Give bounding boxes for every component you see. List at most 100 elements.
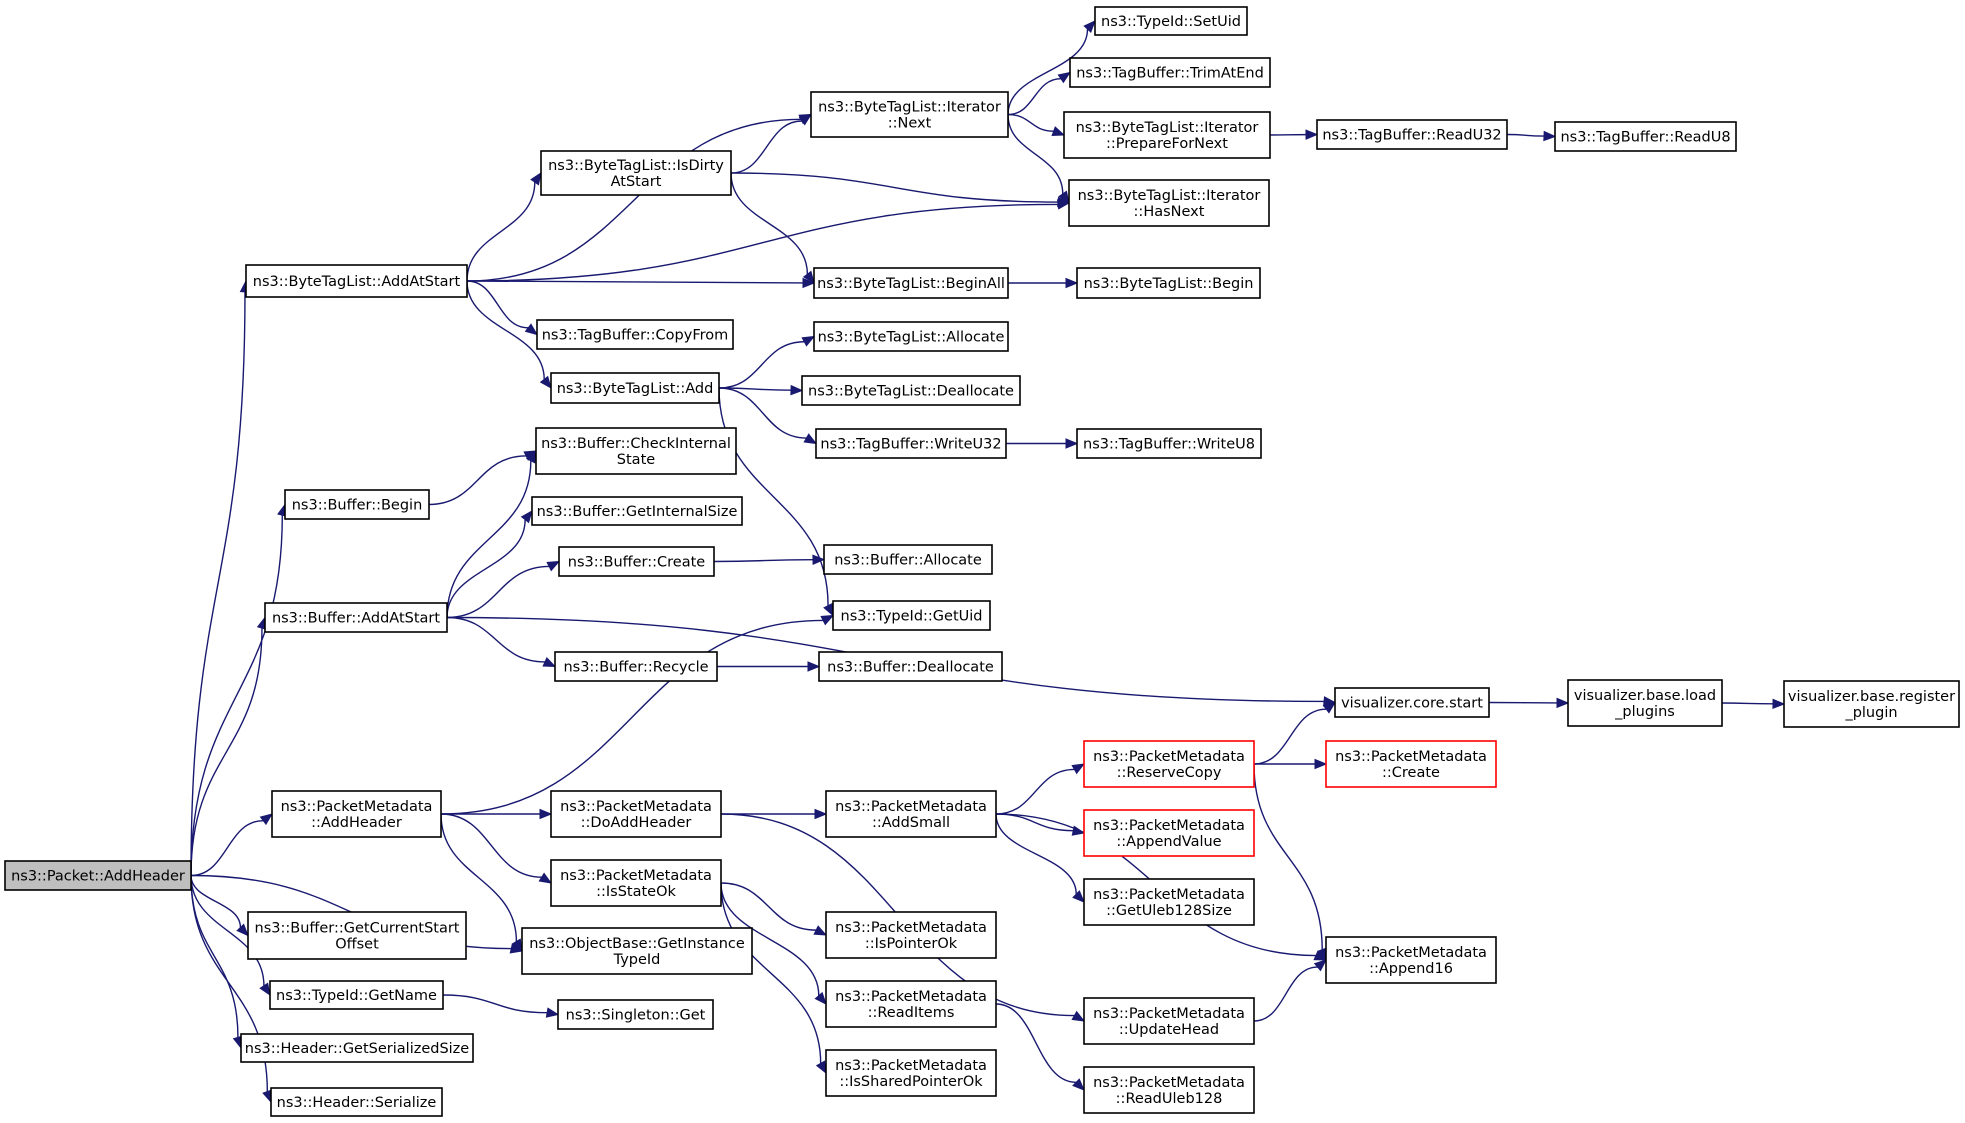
node-label-line: ns3::ByteTagList::Add — [557, 381, 714, 397]
node-pm-readitems[interactable]: ns3::PacketMetadata::ReadItems — [825, 980, 997, 1028]
call-edge-buffer_create-to-buffer_allocate — [713, 554, 826, 565]
node-label-line: ns3::PacketMetadata — [835, 989, 987, 1005]
node-visualizer-core-start[interactable]: visualizer.core.start — [1334, 687, 1490, 718]
node-label-line: ::ReserveCopy — [1117, 765, 1222, 781]
edge-line — [466, 280, 545, 380]
node-pm-create[interactable]: ns3::PacketMetadata::Create — [1325, 740, 1497, 788]
edge-arrowhead — [1072, 890, 1085, 903]
node-pm-appendvalue[interactable]: ns3::PacketMetadata::AppendValue — [1083, 809, 1255, 857]
node-typeid-getname[interactable]: ns3::TypeId::GetName — [269, 980, 444, 1010]
node-box — [550, 372, 720, 404]
node-typeid-setuid[interactable]: ns3::TypeId::SetUid — [1094, 6, 1248, 36]
node-pm-getuleb128size[interactable]: ns3::PacketMetadata::GetUleb128Size — [1083, 878, 1255, 926]
edge-line — [446, 460, 532, 618]
node-box — [1316, 119, 1508, 150]
node-label-line: ns3::PacketMetadata — [1335, 945, 1487, 961]
node-tagbuffer-writeu32[interactable]: ns3::TagBuffer::WriteU32 — [815, 428, 1007, 459]
edge-line — [713, 559, 814, 563]
node-buffer-begin[interactable]: ns3::Buffer::Begin — [284, 489, 430, 520]
node-box — [554, 651, 718, 682]
node-label-line: ns3::ByteTagList::Iterator — [818, 100, 1001, 116]
node-tagbuffer-readu8[interactable]: ns3::TagBuffer::ReadU8 — [1554, 121, 1737, 152]
edge-line — [446, 519, 526, 618]
edge-line — [718, 387, 829, 606]
node-buffer-addatstart[interactable]: ns3::Buffer::AddAtStart — [264, 602, 448, 633]
node-pm-addheader[interactable]: ns3::PacketMetadata::AddHeader — [271, 790, 442, 838]
edge-line — [1506, 133, 1545, 137]
call-edge-pm_reservecopy-to-pm_create — [1254, 758, 1328, 770]
node-header-serialize[interactable]: ns3::Header::Serialize — [270, 1087, 443, 1117]
edge-arrowhead — [1556, 697, 1570, 709]
node-bytetaglist-begin[interactable]: ns3::ByteTagList::Begin — [1076, 267, 1261, 299]
node-bytetaglist-add[interactable]: ns3::ByteTagList::Add — [550, 372, 720, 404]
node-pm-isstateok[interactable]: ns3::PacketMetadata::IsStateOk — [550, 859, 722, 907]
edge-arrowhead — [814, 808, 828, 820]
call-edge-pm_updatehead-to-pm_append16 — [1253, 959, 1328, 1022]
node-packet-addheader[interactable]: ns3::Packet::AddHeader — [4, 860, 192, 891]
node-bytetaglist-beginall[interactable]: ns3::ByteTagList::BeginAll — [813, 267, 1009, 299]
node-box — [550, 859, 722, 907]
node-label-line: ns3::Header::Serialize — [277, 1095, 437, 1111]
node-label-line: ::DoAddHeader — [581, 815, 692, 831]
node-bytetaglist-deallocate[interactable]: ns3::ByteTagList::Deallocate — [801, 375, 1021, 406]
edge-line — [718, 341, 805, 389]
node-visualizer-base-register-plugin[interactable]: visualizer.base.register_plugin — [1783, 680, 1960, 728]
node-tagbuffer-trimatend[interactable]: ns3::TagBuffer::TrimAtEnd — [1069, 57, 1271, 88]
node-btl-iterator-next[interactable]: ns3::ByteTagList::Iterator::Next — [810, 91, 1009, 138]
node-label-line: ns3::TagBuffer::WriteU8 — [1083, 437, 1255, 453]
node-pm-ispointerok[interactable]: ns3::PacketMetadata::IsPointerOk — [825, 911, 997, 959]
node-header-getserializedsize[interactable]: ns3::Header::GetSerializedSize — [240, 1033, 474, 1063]
edge-arrowhead — [1071, 1010, 1086, 1022]
node-buffer-recycle[interactable]: ns3::Buffer::Recycle — [554, 651, 718, 682]
node-box — [269, 980, 444, 1010]
node-pm-updatehead[interactable]: ns3::PacketMetadata::UpdateHead — [1083, 997, 1255, 1045]
node-buffer-allocate[interactable]: ns3::Buffer::Allocate — [823, 544, 993, 575]
node-box — [271, 790, 442, 838]
node-pm-addsmall[interactable]: ns3::PacketMetadata::AddSmall — [825, 790, 997, 838]
edge-arrowhead — [520, 509, 533, 524]
edge-line — [440, 813, 518, 942]
node-visualizer-base-load-plugins[interactable]: visualizer.base.load_plugins — [1567, 679, 1723, 727]
call-edge-btl_iterator_next-to-typeid_setuid — [1007, 20, 1096, 115]
node-btl-iterator-hasnext[interactable]: ns3::ByteTagList::Iterator::HasNext — [1068, 179, 1270, 227]
call-edge-buffer_addatstart-to-buffer_getinternalsize — [446, 509, 533, 618]
edge-arrowhead — [236, 923, 249, 937]
node-buffer-deallocate[interactable]: ns3::Buffer::Deallocate — [818, 651, 1003, 682]
node-label-line: ns3::TagBuffer::CopyFrom — [542, 328, 729, 344]
node-label-line: ::UpdateHead — [1119, 1022, 1219, 1038]
node-box — [536, 319, 734, 350]
edge-arrowhead — [1772, 698, 1786, 710]
call-edge-visualizer_base_load_plugins-to-visualizer_base_register_plugin — [1721, 698, 1786, 710]
node-buffer-getinternalsize[interactable]: ns3::Buffer::GetInternalSize — [531, 496, 743, 526]
node-pm-append16[interactable]: ns3::PacketMetadata::Append16 — [1325, 936, 1497, 984]
edge-line — [995, 813, 1077, 895]
function-nodes: ns3::Packet::AddHeader ns3::ByteTagList::… — [4, 6, 1960, 1117]
call-edge-bytetaglist_isdirtyatstart-to-bytetaglist_beginall — [730, 172, 815, 285]
edge-arrowhead — [1057, 196, 1071, 208]
node-label-line: visualizer.base.load — [1574, 688, 1716, 704]
call-edge-pm_addheader-to-pm_isstateok — [440, 813, 553, 884]
node-pm-doaddheader[interactable]: ns3::PacketMetadata::DoAddHeader — [550, 790, 722, 838]
node-bytetaglist-addatstart[interactable]: ns3::ByteTagList::AddAtStart — [245, 264, 468, 298]
node-buffer-create[interactable]: ns3::Buffer::Create — [558, 546, 715, 577]
node-label-line: ns3::ByteTagList::Iterator — [1076, 120, 1259, 136]
node-pm-readuleb128[interactable]: ns3::PacketMetadata::ReadUleb128 — [1083, 1066, 1255, 1114]
node-tagbuffer-writeu8[interactable]: ns3::TagBuffer::WriteU8 — [1076, 428, 1262, 459]
node-tagbuffer-copyfrom[interactable]: ns3::TagBuffer::CopyFrom — [536, 319, 734, 350]
edge-line — [1721, 702, 1774, 705]
node-pm-reservecopy[interactable]: ns3::PacketMetadata::ReserveCopy — [1083, 740, 1255, 788]
node-btl-iterator-prepare[interactable]: ns3::ByteTagList::Iterator::PrepareForNe… — [1063, 111, 1271, 159]
edge-line — [466, 280, 529, 329]
node-tagbuffer-readu32[interactable]: ns3::TagBuffer::ReadU32 — [1316, 119, 1508, 150]
node-bytetaglist-allocate[interactable]: ns3::ByteTagList::Allocate — [813, 321, 1009, 352]
node-singleton-get[interactable]: ns3::Singleton::Get — [557, 999, 714, 1030]
node-pm-issharedpointerok[interactable]: ns3::PacketMetadata::IsSharedPointerOk — [825, 1049, 997, 1097]
node-typeid-getuid[interactable]: ns3::TypeId::GetUid — [832, 600, 991, 631]
node-label-line: ::AddSmall — [872, 815, 950, 831]
edge-arrowhead — [798, 113, 813, 126]
call-edge-btl_iterator_next-to-btl_iterator_prepare — [1007, 113, 1066, 136]
